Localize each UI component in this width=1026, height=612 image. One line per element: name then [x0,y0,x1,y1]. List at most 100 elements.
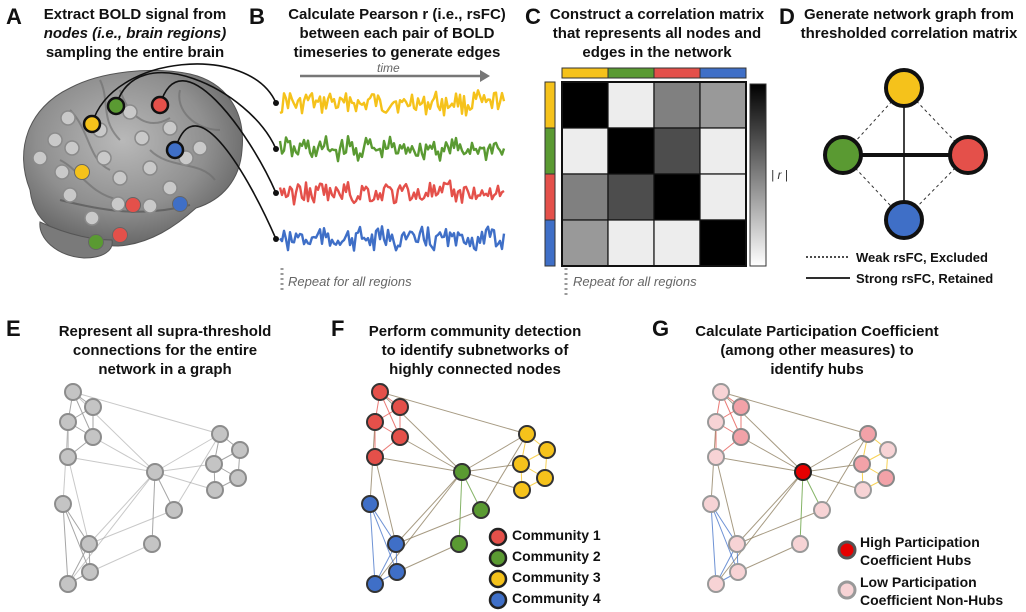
matrix-cell [607,173,655,221]
hub-legend-line-1: High Participation [860,534,980,550]
panel-g-title-line-1: Calculate Participation Coefficient [695,323,939,340]
graph-node-e [206,481,224,499]
graph-edge-g [736,471,804,545]
panel-letter-g: G [652,316,670,341]
panel-f-title: Perform community detection to identify … [350,322,600,379]
graph-node-e [205,455,223,473]
panel-c-title-line-2: that represents all nodes and [552,25,762,42]
graph-node-f [512,455,530,473]
matrix-cell [653,219,701,267]
graph-node-f [450,535,468,553]
brain-node-colored [88,234,104,250]
graph-edge-e [154,433,221,473]
graph-node-g [794,463,812,481]
matrix-cell [699,81,747,129]
matrix-top-color-4 [699,67,747,79]
panel-letter-e: E [6,316,21,341]
community-3-label: Community 3 [512,569,601,585]
connector-endpoint [273,100,279,106]
panel-b-time-label: time [377,61,400,75]
brain-node-colored [125,197,141,213]
graph-node-f [513,481,531,499]
graph-node-e [165,501,183,519]
graph-edge-f [395,509,482,545]
graph-node-e [59,448,77,466]
panel-e-title-line-3: network in a graph [98,361,232,378]
brain-node-gray [162,120,178,136]
community-2-label: Community 2 [512,548,601,564]
connector-endpoint [273,190,279,196]
panel-g-title-line-3: identify hubs [770,361,864,378]
graph-edge-f [379,391,528,435]
matrix-cell [699,219,747,267]
matrix-cell [607,127,655,175]
graph-edge-g [720,391,869,435]
graph-node-f [536,469,554,487]
graph-node-g [813,501,831,519]
graph-node-g [877,469,895,487]
brain-node-gray [54,164,70,180]
network-node-r [948,135,988,175]
graph-node-g [712,383,730,401]
graph-node-e [54,495,72,513]
graph-edge-e [173,433,221,511]
graph-edge-e [92,436,156,473]
panel-letter-f: F [331,316,345,341]
time-axis [300,70,490,82]
brain-node-gray [112,170,128,186]
graph-edge-f [396,543,460,573]
panel-d-title: Generate network graph from thresholded … [795,5,1023,43]
matrix-cell [653,173,701,221]
graph-node-f [472,501,490,519]
graph-node-g [859,425,877,443]
graph-edge-e [67,471,156,585]
brain-node-gray [96,150,112,166]
brain-node-colored [82,114,102,134]
graph-node-f [391,398,409,416]
matrix-cell [561,173,609,221]
graph-edge-g [802,463,863,473]
graph-node-g [732,428,750,446]
panel-b-title-line-2: between each pair of BOLD [299,25,495,42]
graph-edge-f [480,433,528,511]
graph-edge-f [461,471,523,491]
matrix-side-color-1 [544,81,556,129]
graph-node-e [59,575,77,593]
graph-edge-f [369,503,398,573]
graph-node-f [538,441,556,459]
panel-e-title: Represent all supra-threshold connection… [40,322,290,379]
community-1-swatch [488,527,508,547]
graph-edge-e [72,391,221,435]
panel-letter-c: C [525,4,541,29]
panel-g-title: Calculate Participation Coefficient (amo… [672,322,962,379]
graph-edge-g [740,436,804,473]
matrix-cell [561,127,609,175]
brain-cerebrum [23,70,243,247]
bold-timeseries-2 [278,135,506,163]
panel-letter-d: D [779,4,795,29]
graph-edge-g [821,433,869,511]
matrix-top-color-3 [653,67,701,79]
graph-node-f [366,413,384,431]
brain-node-gray [62,187,78,203]
brain-node-colored [112,227,128,243]
graph-edge-e [88,471,156,545]
matrix-cell [607,219,655,267]
graph-node-g [879,441,897,459]
brain-node-gray [64,140,80,156]
brain-node-colored [74,164,90,180]
matrix-side-color-3 [544,173,556,221]
graph-edge-e [67,456,90,545]
graph-edge-g [736,509,823,545]
graph-node-f [391,428,409,446]
matrix-cell [699,127,747,175]
graph-node-e [211,425,229,443]
community-4-swatch [488,590,508,610]
time-axis-arrowhead [480,70,490,82]
graph-node-e [143,535,161,553]
panel-letter-b: B [249,4,265,29]
brain-illustration [23,70,243,259]
matrix-side-color-2 [544,127,556,175]
legend-weak-label: Weak rsFC, Excluded [856,250,988,265]
panel-g-title-line-2: (among other measures) to [720,342,914,359]
